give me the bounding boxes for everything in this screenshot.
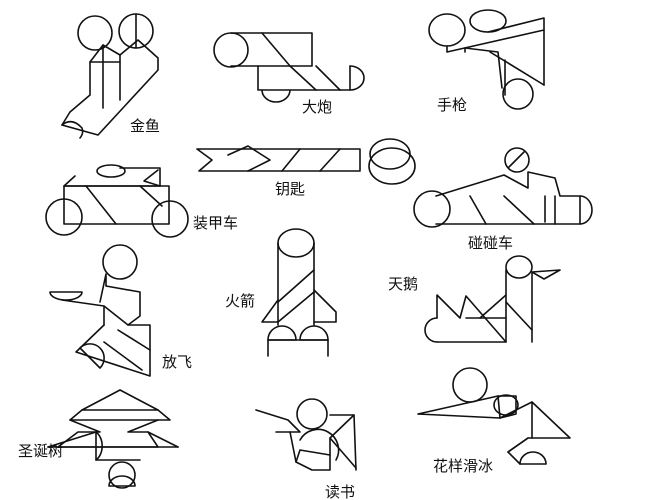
figure-cannon: 大炮: [213, 32, 365, 116]
label-cannon: 大炮: [302, 98, 332, 116]
figure-christmas-tree: 圣诞树: [18, 389, 179, 489]
figure-figure-skating: 花样滑冰: [417, 367, 571, 475]
figure-swan: 天鹅: [388, 255, 561, 343]
figure-reading: 读书: [255, 398, 357, 500]
figure-bumper-car: 碰碰车: [413, 147, 593, 252]
figure-kite-flying: 放飞: [49, 244, 192, 377]
figure-rocket: 火箭: [225, 228, 337, 357]
figure-goldfish: 金鱼: [61, 13, 160, 139]
figure-tank: 装甲车: [45, 164, 238, 238]
figure-key: 钥匙: [196, 138, 416, 198]
label-reading: 读书: [325, 483, 355, 500]
label-key: 钥匙: [275, 180, 305, 198]
label-rocket: 火箭: [225, 292, 255, 310]
figure-pistol: 手枪: [428, 9, 545, 114]
label-bumper-car: 碰碰车: [468, 234, 513, 252]
label-kite-flying: 放飞: [162, 353, 192, 371]
label-figure-skating: 花样滑冰: [433, 457, 493, 475]
label-christmas-tree: 圣诞树: [18, 442, 63, 460]
label-pistol: 手枪: [437, 96, 467, 114]
label-swan: 天鹅: [388, 275, 418, 293]
label-goldfish: 金鱼: [130, 117, 160, 135]
label-tank: 装甲车: [193, 214, 238, 232]
